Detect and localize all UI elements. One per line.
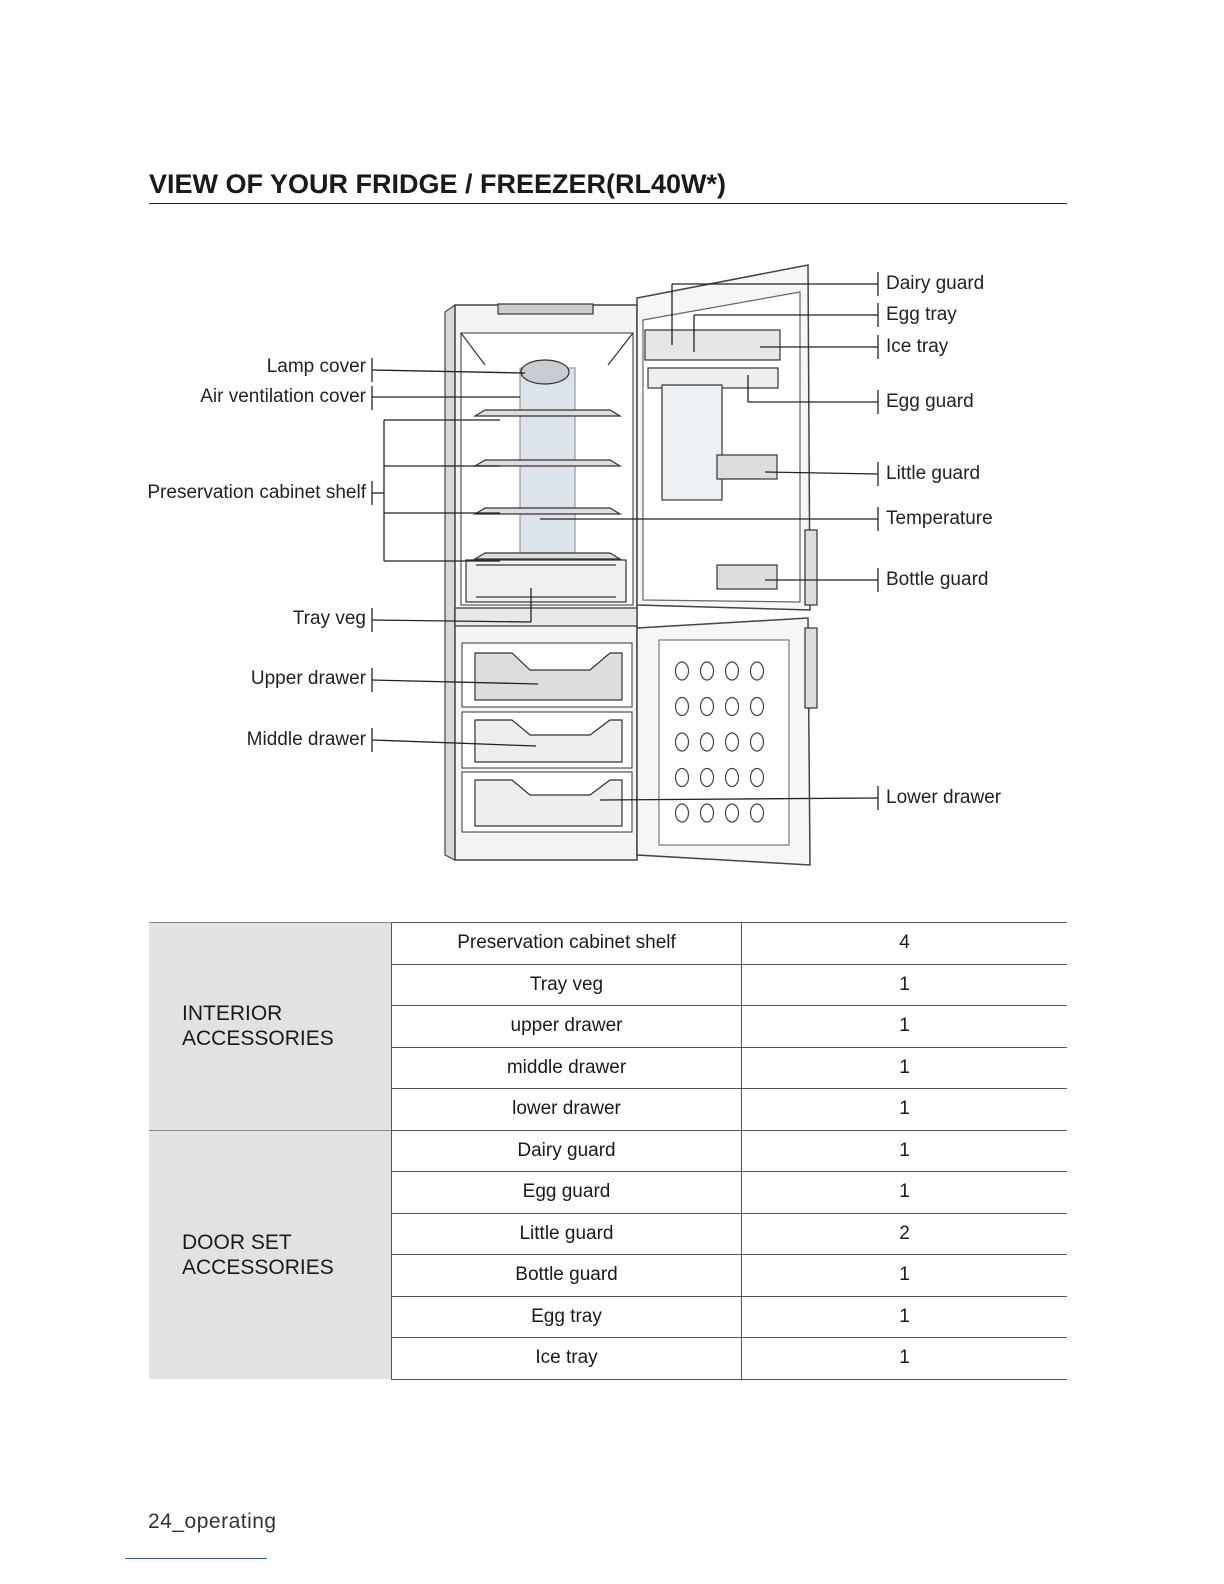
ice-cell: [676, 662, 689, 680]
item-qty: 1: [742, 1047, 1068, 1089]
label-upper-drawer: Upper drawer: [251, 668, 366, 690]
ice-cell: [701, 662, 714, 680]
label-middle-drawer: Middle drawer: [247, 729, 366, 751]
ice-cell: [701, 769, 714, 787]
label-ice-tray: Ice tray: [886, 336, 948, 358]
group-name-line2: ACCESSORIES: [182, 1255, 391, 1280]
table-row: DOOR SET ACCESSORIES Dairy guard 1: [149, 1130, 1067, 1172]
group-name-line1: DOOR SET: [182, 1230, 391, 1255]
item-qty: 1: [742, 1255, 1068, 1297]
ice-cell: [726, 804, 739, 822]
item-qty: 1: [742, 1089, 1068, 1131]
ice-cell: [726, 662, 739, 680]
item-qty: 4: [742, 923, 1068, 965]
item-name: Little guard: [392, 1213, 742, 1255]
ice-cell: [676, 804, 689, 822]
ice-cell: [676, 769, 689, 787]
ice-cell: [751, 769, 764, 787]
ice-cell: [751, 804, 764, 822]
item-name: middle drawer: [392, 1047, 742, 1089]
ice-cell: [726, 769, 739, 787]
item-qty: 1: [742, 1130, 1068, 1172]
label-dairy-guard: Dairy guard: [886, 273, 984, 295]
item-qty: 1: [742, 1338, 1068, 1380]
item-qty: 2: [742, 1213, 1068, 1255]
label-bottle-guard: Bottle guard: [886, 569, 988, 591]
label-lower-drawer: Lower drawer: [886, 787, 1001, 809]
item-name: Ice tray: [392, 1338, 742, 1380]
accessories-table: INTERIOR ACCESSORIES Preservation cabine…: [149, 922, 1067, 1380]
label-air-ventilation-cover: Air ventilation cover: [200, 386, 366, 408]
item-name: Egg guard: [392, 1172, 742, 1214]
item-name: Dairy guard: [392, 1130, 742, 1172]
page-footer: 24_operating: [148, 1510, 277, 1534]
ice-cell: [701, 733, 714, 751]
group-name-line2: ACCESSORIES: [182, 1026, 391, 1051]
ice-cell: [751, 733, 764, 751]
label-preservation-cabinet-shelf: Preservation cabinet shelf: [147, 482, 366, 504]
item-name: Bottle guard: [392, 1255, 742, 1297]
fridge-illustration: [0, 0, 1224, 900]
group-door-set-accessories: DOOR SET ACCESSORIES: [149, 1130, 392, 1379]
table-row: INTERIOR ACCESSORIES Preservation cabine…: [149, 923, 1067, 965]
group-name-line1: INTERIOR: [182, 1001, 391, 1026]
item-name: upper drawer: [392, 1006, 742, 1048]
item-name: lower drawer: [392, 1089, 742, 1131]
ice-cell: [701, 804, 714, 822]
ice-cell: [726, 733, 739, 751]
ice-cell: [751, 662, 764, 680]
label-little-guard: Little guard: [886, 463, 980, 485]
label-temperature: Temperature: [886, 508, 993, 530]
label-lamp-cover: Lamp cover: [267, 356, 366, 378]
ice-cell: [751, 698, 764, 716]
item-qty: 1: [742, 1296, 1068, 1338]
footer-divider: [125, 1558, 267, 1559]
label-egg-guard: Egg guard: [886, 391, 974, 413]
label-tray-veg: Tray veg: [293, 608, 366, 630]
ice-cell: [676, 733, 689, 751]
item-name: Egg tray: [392, 1296, 742, 1338]
item-qty: 1: [742, 1006, 1068, 1048]
ice-cell: [701, 698, 714, 716]
item-name: Tray veg: [392, 964, 742, 1006]
ice-cell: [676, 698, 689, 716]
ice-cell: [726, 698, 739, 716]
item-qty: 1: [742, 964, 1068, 1006]
group-interior-accessories: INTERIOR ACCESSORIES: [149, 923, 392, 1131]
label-egg-tray: Egg tray: [886, 304, 957, 326]
item-name: Preservation cabinet shelf: [392, 923, 742, 965]
item-qty: 1: [742, 1172, 1068, 1214]
